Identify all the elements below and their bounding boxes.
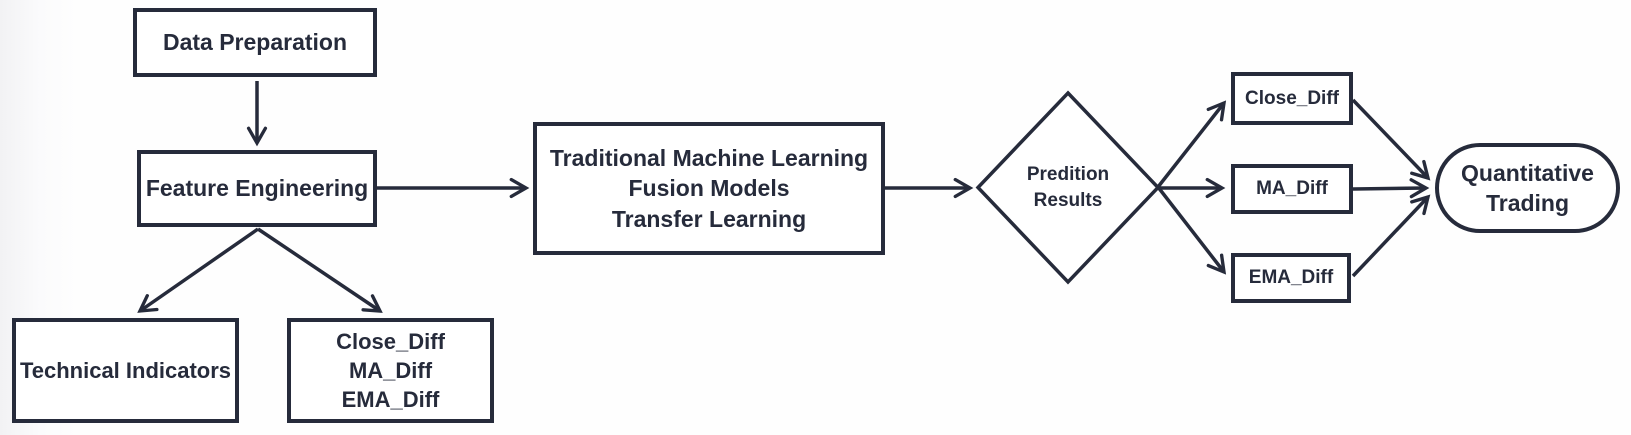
node-ema-diff-label: EMA_Diff [1248, 267, 1334, 289]
edge-prediction-results-to-ema-diff [1156, 185, 1227, 275]
node-feature-diffs-line-3: EMA_Diff [341, 387, 440, 413]
node-models-line-2: Fusion Models [628, 175, 790, 202]
node-close-diff-label: Close_Diff [1245, 87, 1339, 109]
edge-ma-diff-to-quantitative-trading [1352, 178, 1430, 199]
prediction-results-diamond [975, 90, 1161, 285]
node-ma-diff: MA_Diff [1231, 164, 1353, 214]
node-ma-diff-label: MA_Diff [1256, 178, 1328, 200]
node-feature-diffs-line-1: Close_Diff [336, 328, 445, 354]
edge-close-diff-to-quantitative-trading [1351, 98, 1431, 181]
node-feature-engineering-label: Feature Engineering [145, 175, 369, 202]
node-data-preparation: Data Preparation [133, 8, 377, 77]
edge-ema-diff-to-quantitative-trading [1351, 194, 1431, 278]
node-models-line-1: Traditional Machine Learning [549, 144, 869, 171]
edge-prediction-results-to-close-diff [1156, 100, 1227, 189]
node-technical-indicators-label: Technical Indicators [19, 357, 232, 383]
node-prediction-results-line-1: Predition [1026, 164, 1110, 186]
node-models: Traditional Machine Learning Fusion Mode… [533, 122, 885, 255]
node-feature-diffs: Close_Diff MA_Diff EMA_Diff [287, 318, 494, 423]
node-feature-diffs-line-2: MA_Diff [348, 357, 433, 383]
node-quantitative-trading-line-1: Quantitative [1461, 159, 1594, 186]
edge-feature-engineering-to-feature-diffs [257, 227, 383, 313]
node-ema-diff: EMA_Diff [1231, 253, 1351, 303]
node-technical-indicators: Technical Indicators [12, 318, 239, 423]
node-feature-engineering: Feature Engineering [137, 150, 377, 227]
node-quantitative-trading: Quantitative Trading [1435, 143, 1620, 233]
node-quantitative-trading-line-2: Trading [1485, 190, 1570, 216]
node-models-line-3: Transfer Learning [611, 205, 807, 232]
node-prediction-results: Predition Results [1003, 150, 1133, 225]
node-prediction-results-line-2: Results [1033, 189, 1103, 211]
node-data-preparation-label: Data Preparation [162, 29, 348, 56]
edge-feature-engineering-to-technical-indicators [137, 227, 259, 313]
node-close-diff: Close_Diff [1231, 72, 1353, 125]
